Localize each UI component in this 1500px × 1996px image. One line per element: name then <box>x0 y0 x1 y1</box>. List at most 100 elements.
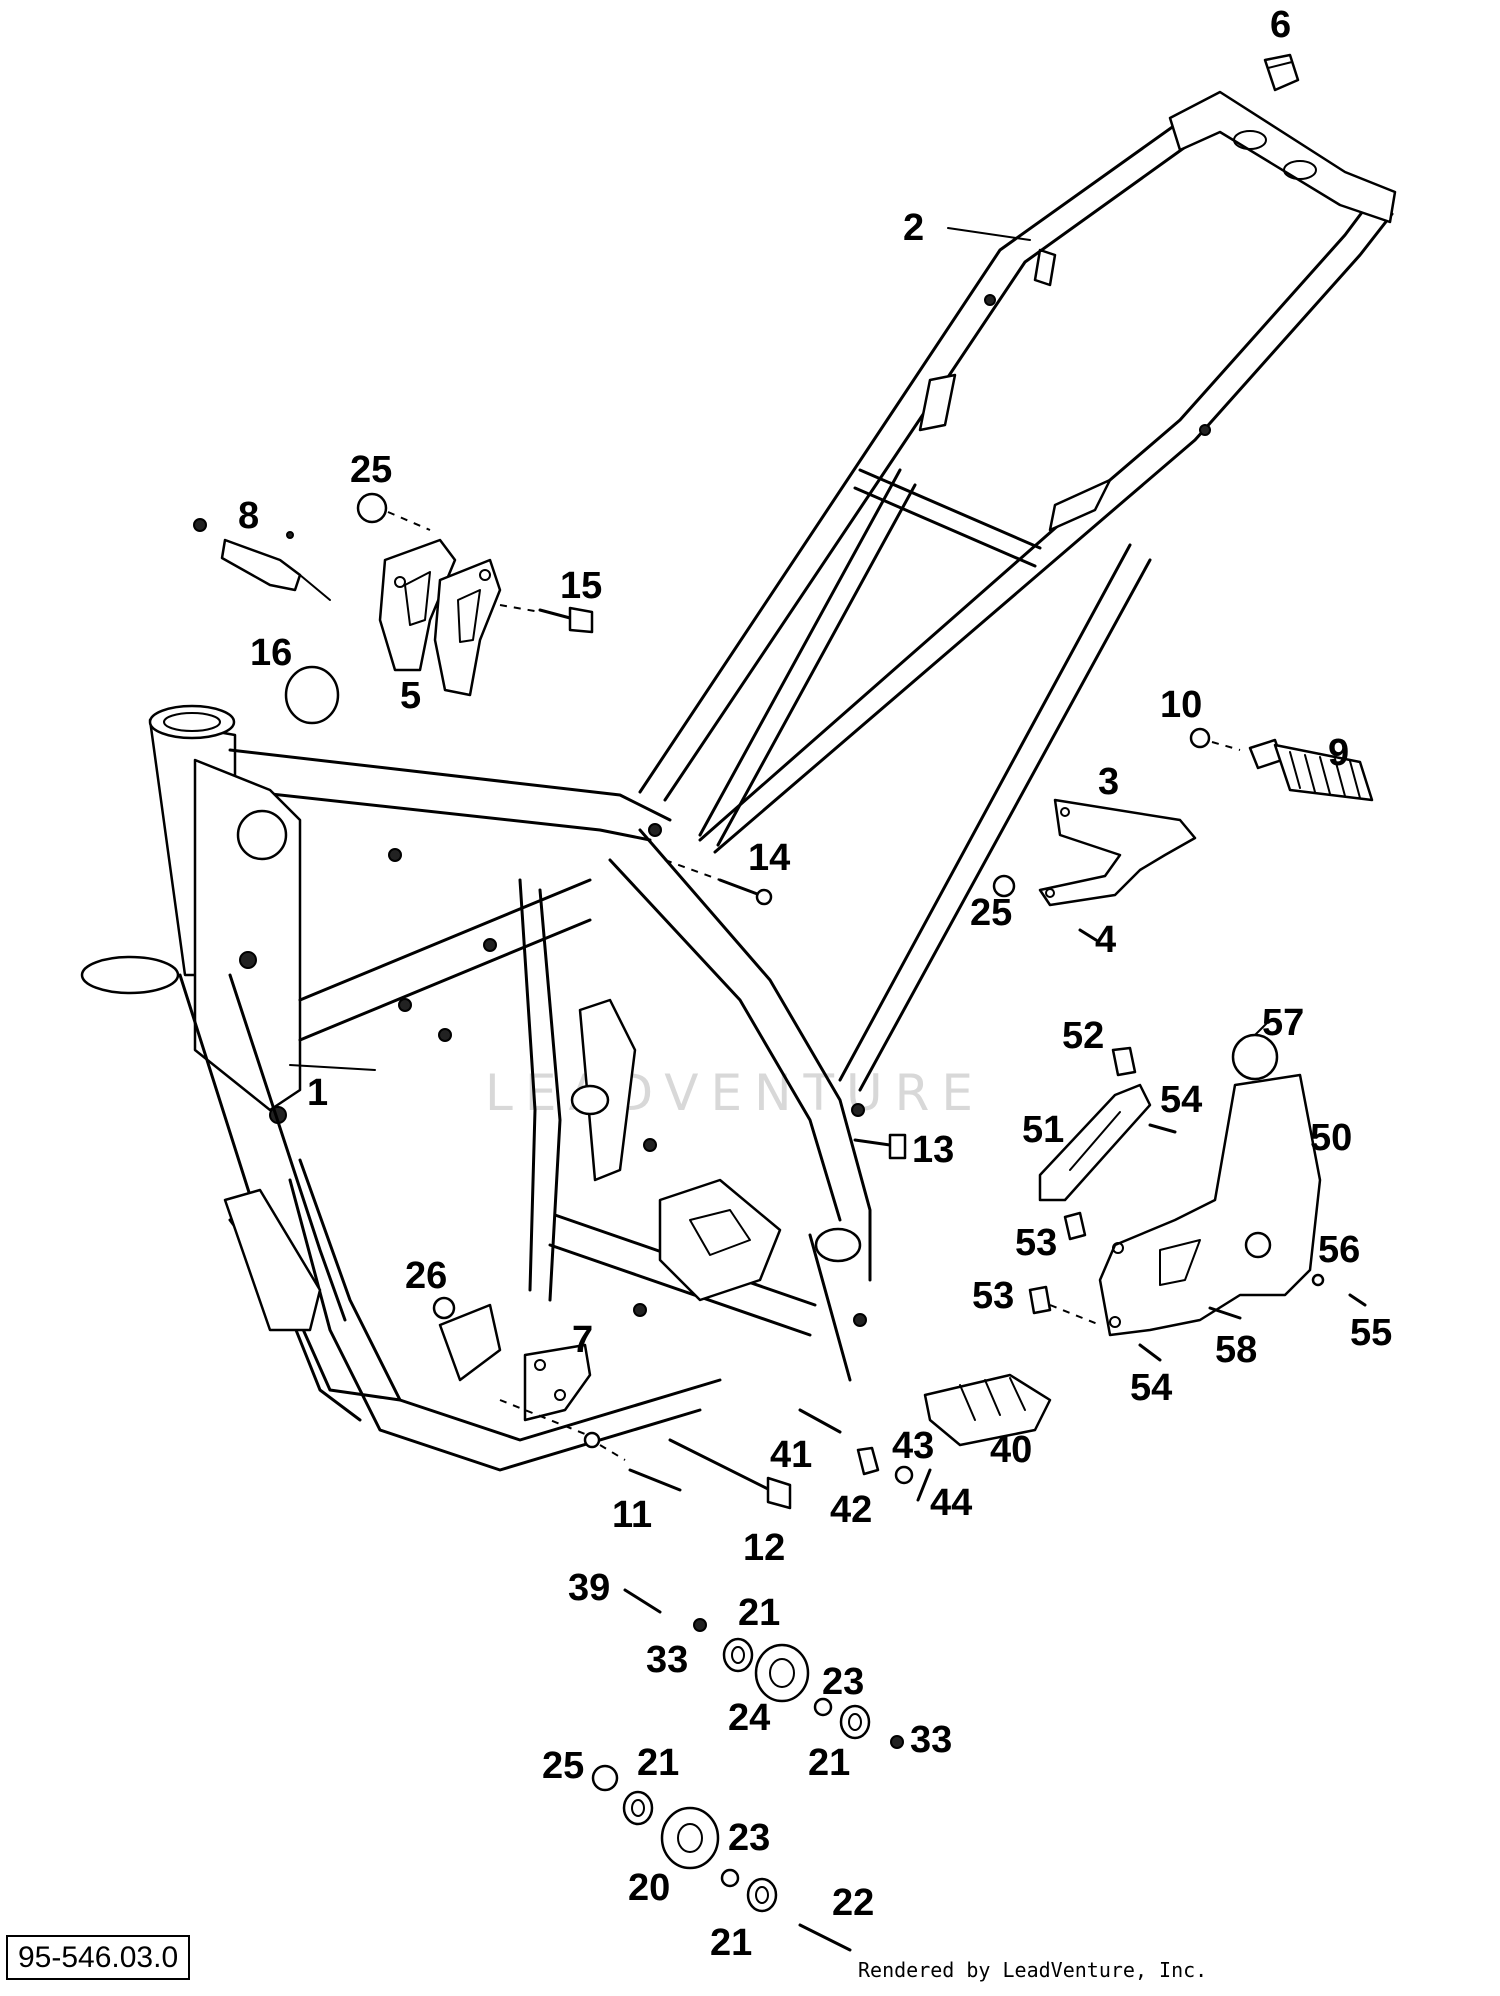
callout-8: 8 <box>238 495 259 537</box>
nut-part-25a <box>356 492 388 524</box>
spacer-part-23a <box>813 1697 833 1717</box>
callout-25b: 25 <box>970 892 1012 934</box>
callout-42: 42 <box>830 1489 872 1531</box>
plate-part-7 <box>499 1343 601 1441</box>
callout-23b: 23 <box>728 1817 770 1859</box>
callout-21b: 21 <box>808 1742 850 1784</box>
callout-9: 9 <box>1328 732 1349 774</box>
bearing-part-21d <box>746 1877 778 1913</box>
bolt-part-54b <box>1138 1343 1162 1362</box>
callout-24: 24 <box>728 1697 770 1739</box>
callout-1: 1 <box>307 1072 328 1114</box>
callout-51: 51 <box>1022 1109 1064 1151</box>
callout-39: 39 <box>568 1567 610 1609</box>
bolt-part-55 <box>1348 1293 1367 1307</box>
nut-part-25b <box>992 874 1016 898</box>
bolt-part-12 <box>668 1438 792 1510</box>
bearing-part-21b <box>839 1704 871 1740</box>
callout-40: 40 <box>990 1429 1032 1471</box>
callout-2: 2 <box>903 207 924 249</box>
callout-33a: 33 <box>646 1639 688 1681</box>
plug-part-6 <box>1263 53 1300 92</box>
bearing-part-21a <box>722 1637 754 1673</box>
callout-5: 5 <box>400 675 421 717</box>
main-frame <box>80 704 872 1472</box>
callout-21d: 21 <box>710 1922 752 1964</box>
callout-55: 55 <box>1350 1312 1392 1354</box>
bolt-part-13 <box>853 1133 907 1160</box>
callout-25a: 25 <box>350 449 392 491</box>
callout-21a: 21 <box>738 1592 780 1634</box>
bracket-part-51 <box>1038 1083 1152 1202</box>
callout-52: 52 <box>1062 1015 1104 1057</box>
callout-57: 57 <box>1262 1002 1304 1044</box>
callout-20: 20 <box>628 1867 670 1909</box>
callout-4: 4 <box>1095 919 1116 961</box>
callout-14: 14 <box>748 837 790 879</box>
cotter-part-44 <box>916 1468 932 1502</box>
spacer-part-53a <box>1063 1211 1087 1241</box>
bolt-part-39 <box>623 1588 662 1614</box>
washer-part-56 <box>1311 1273 1325 1287</box>
callout-7: 7 <box>572 1319 593 1361</box>
footpeg-part-9 <box>1248 738 1374 802</box>
spacer-part-23b <box>720 1868 740 1888</box>
callout-41: 41 <box>770 1434 812 1476</box>
callout-26: 26 <box>405 1255 447 1297</box>
callout-11: 11 <box>612 1494 652 1536</box>
callout-33b: 33 <box>910 1719 952 1761</box>
bushing-part-20 <box>660 1806 720 1870</box>
callout-22: 22 <box>832 1882 874 1924</box>
callout-43: 43 <box>892 1425 934 1467</box>
footpeg-part-40 <box>923 1373 1052 1447</box>
airbox-part-50 <box>1098 1073 1322 1337</box>
callout-6: 6 <box>1270 4 1291 46</box>
diagram-reference-number: 95-546.03.0 <box>6 1935 191 1980</box>
spring-part-42 <box>856 1446 880 1476</box>
nut-part-26 <box>432 1296 456 1320</box>
washer-part-43 <box>894 1465 914 1485</box>
callout-58: 58 <box>1215 1329 1257 1371</box>
callout-54b: 54 <box>1130 1367 1172 1409</box>
callout-12: 12 <box>743 1527 785 1569</box>
bolt-part-58 <box>1208 1306 1242 1320</box>
nut-part-25c <box>591 1764 619 1792</box>
callout-3: 3 <box>1098 761 1119 803</box>
spacer-part-53b <box>1028 1285 1052 1315</box>
bolt-part-14 <box>664 859 773 906</box>
callout-50: 50 <box>1310 1117 1352 1159</box>
bolt-part-11 <box>583 1431 682 1492</box>
watermark: LEADVENTURE <box>485 1064 985 1122</box>
render-credit: Rendered by LeadVenture, Inc. <box>858 1958 1208 1982</box>
callout-54a: 54 <box>1160 1079 1202 1121</box>
callout-53b: 53 <box>972 1275 1014 1317</box>
bracket-part-5 <box>378 538 502 697</box>
clip-part-52 <box>1111 1046 1137 1077</box>
callout-21c: 21 <box>637 1742 679 1784</box>
bushing-part-24 <box>754 1643 810 1703</box>
callout-23a: 23 <box>822 1661 864 1703</box>
bolt-part-4 <box>1078 928 1098 942</box>
nut-part-33a <box>693 1618 707 1632</box>
callout-10: 10 <box>1160 684 1202 726</box>
bearing-part-21c <box>622 1790 654 1826</box>
callout-44: 44 <box>930 1482 972 1524</box>
callout-16: 16 <box>250 632 292 674</box>
bolt-part-54a <box>1148 1123 1177 1134</box>
rear-subframe <box>638 90 1397 1092</box>
cap-part-57 <box>1231 1019 1279 1081</box>
nut-part-10 <box>1189 727 1211 749</box>
pin-part-41 <box>798 1408 842 1434</box>
callout-25c: 25 <box>542 1745 584 1787</box>
cap-part-16 <box>284 665 340 725</box>
callout-53a: 53 <box>1015 1222 1057 1264</box>
nut-part-33b <box>890 1735 904 1749</box>
bolt-part-15 <box>499 604 594 634</box>
callout-13: 13 <box>912 1129 954 1171</box>
callout-56: 56 <box>1318 1229 1360 1271</box>
sensor-part-8 <box>193 518 331 601</box>
bolt-part-22 <box>798 1923 852 1952</box>
callout-15: 15 <box>560 565 602 607</box>
bracket-part-3 <box>1038 798 1197 907</box>
